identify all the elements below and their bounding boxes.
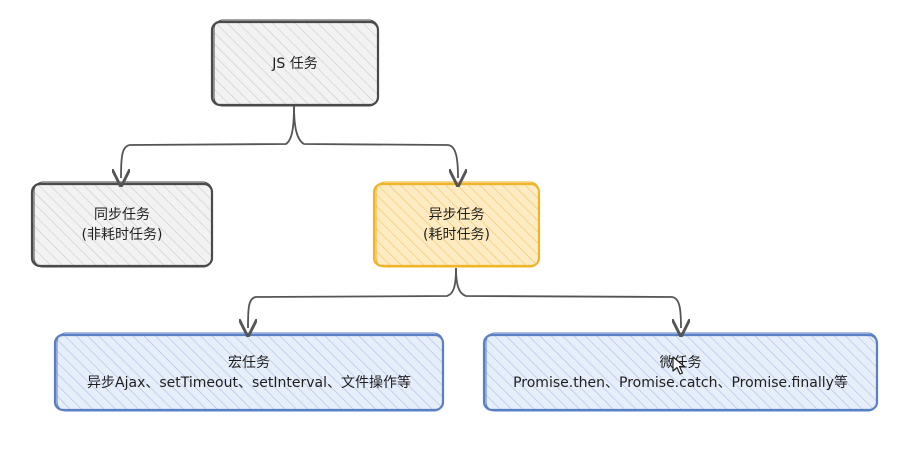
async-title: 异步任务 (428, 207, 485, 223)
micro-task-label: 微任务 Promise.then、Promise.catch、Promise.f… (484, 335, 877, 410)
micro-description: Promise.then、Promise.catch、Promise.final… (513, 374, 848, 391)
macro-task-label: 宏任务 异步Ajax、setTimeout、setInterval、文件操作等 (55, 335, 443, 410)
async-node (372, 181, 541, 268)
root-node (210, 19, 380, 107)
mouse-pointer-icon (672, 356, 688, 376)
root-title: JS 任务 (272, 55, 318, 72)
root-connector (121, 105, 458, 178)
macro-title: 宏任务 (228, 354, 270, 371)
async-node-label: 异步任务 (耗时任务) (374, 184, 539, 266)
sync-subtitle: (非耗时任务) (81, 227, 163, 243)
async-subtitle: (耗时任务) (423, 227, 490, 243)
async-connector (248, 267, 681, 328)
root-node-label: JS 任务 (212, 22, 378, 105)
sync-node-label: 同步任务 (非耗时任务) (32, 184, 212, 266)
macro-description: 异步Ajax、setTimeout、setInterval、文件操作等 (87, 374, 411, 391)
macro-task-node (53, 332, 445, 412)
sync-title: 同步任务 (94, 207, 150, 223)
